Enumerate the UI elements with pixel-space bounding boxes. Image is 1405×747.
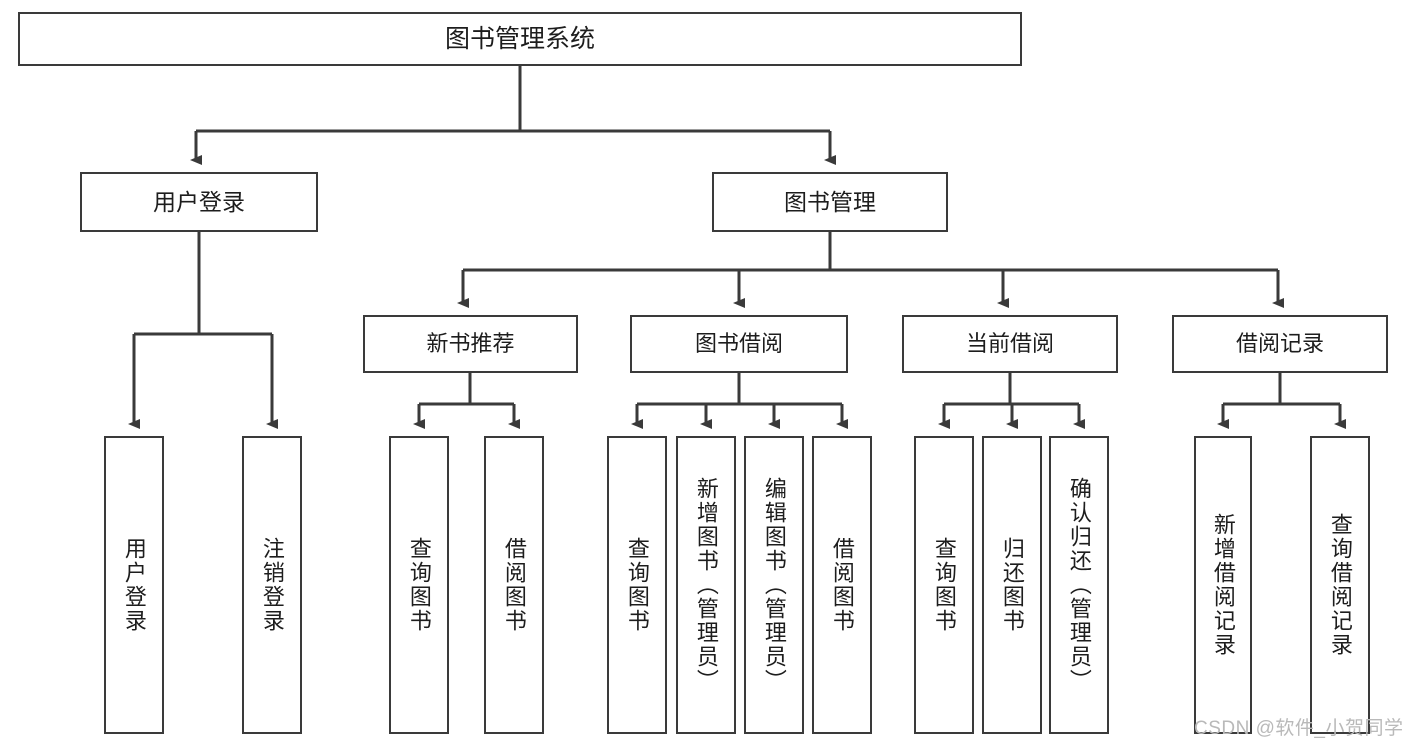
node-label: 借阅记录 <box>1235 331 1324 357</box>
node-leaf-user-login[interactable]: 用户登录 <box>104 436 164 734</box>
node-label: 新增借阅记录 <box>1210 513 1236 657</box>
node-label: 注销登录 <box>259 537 285 633</box>
node-leaf-return-book[interactable]: 归还图书 <box>982 436 1042 734</box>
node-leaf-query-book-recommend[interactable]: 查询图书 <box>389 436 449 734</box>
node-label: 归还图书 <box>999 537 1025 633</box>
node-new-book-recommend[interactable]: 新书推荐 <box>363 315 578 373</box>
node-label: 图书借阅 <box>694 331 783 357</box>
node-label: 借阅图书 <box>501 537 527 633</box>
node-label: 图书管理系统 <box>444 24 595 53</box>
csdn-watermark: CSDN @软件_小贺同学 <box>1194 718 1404 739</box>
node-label: 借阅图书 <box>829 537 855 633</box>
node-leaf-query-borrow-record[interactable]: 查询借阅记录 <box>1310 436 1370 734</box>
node-borrow-record[interactable]: 借阅记录 <box>1172 315 1388 373</box>
node-label: 新增图书（管理员） <box>693 477 719 693</box>
node-leaf-query-book-current[interactable]: 查询图书 <box>914 436 974 734</box>
node-label: 图书管理 <box>784 188 876 215</box>
node-current-borrow[interactable]: 当前借阅 <box>902 315 1118 373</box>
node-leaf-edit-book-admin[interactable]: 编辑图书（管理员） <box>744 436 804 734</box>
node-label: 确认归还（管理员） <box>1066 477 1092 693</box>
node-label: 编辑图书（管理员） <box>761 477 787 693</box>
node-user-login[interactable]: 用户登录 <box>80 172 318 232</box>
node-label: 查询图书 <box>406 537 432 633</box>
node-leaf-query-book-borrow[interactable]: 查询图书 <box>607 436 667 734</box>
node-label: 查询借阅记录 <box>1327 513 1353 657</box>
node-label: 新书推荐 <box>426 331 515 357</box>
node-label: 用户登录 <box>121 537 147 633</box>
node-leaf-borrow-book[interactable]: 借阅图书 <box>812 436 872 734</box>
node-label: 用户登录 <box>153 188 245 215</box>
node-leaf-add-book-admin[interactable]: 新增图书（管理员） <box>676 436 736 734</box>
node-root-book-management-system[interactable]: 图书管理系统 <box>18 12 1022 66</box>
node-label: 当前借阅 <box>965 331 1054 357</box>
node-leaf-borrow-book-recommend[interactable]: 借阅图书 <box>484 436 544 734</box>
node-leaf-add-borrow-record[interactable]: 新增借阅记录 <box>1194 436 1252 734</box>
node-label: 查询图书 <box>624 537 650 633</box>
node-leaf-logout[interactable]: 注销登录 <box>242 436 302 734</box>
node-book-borrow[interactable]: 图书借阅 <box>630 315 848 373</box>
node-label: 查询图书 <box>931 537 957 633</box>
node-book-management[interactable]: 图书管理 <box>712 172 948 232</box>
node-leaf-confirm-return-admin[interactable]: 确认归还（管理员） <box>1049 436 1109 734</box>
